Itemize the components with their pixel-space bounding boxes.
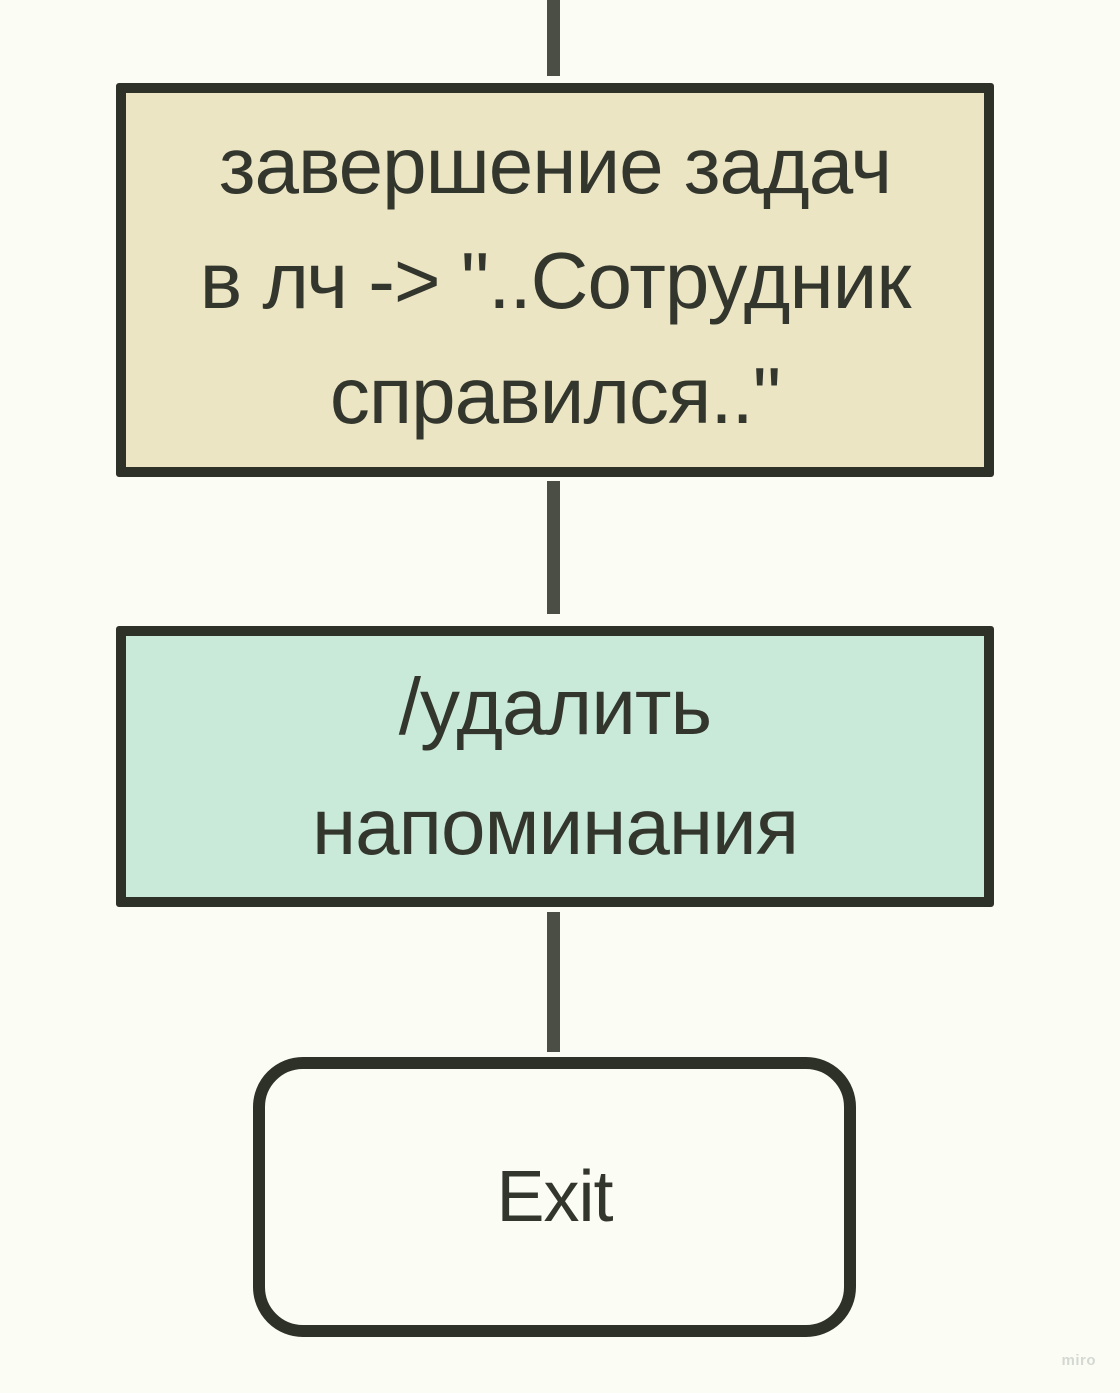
flowchart-node-label: Exit — [496, 1157, 613, 1237]
flowchart-node-task-completion[interactable]: завершение задач в лч -> "..Сотрудник сп… — [116, 83, 994, 477]
flowchart-node-label: /удалить напоминания — [311, 661, 799, 871]
miro-watermark: miro — [1061, 1352, 1096, 1369]
connector-delete-reminders-to-exit[interactable] — [547, 912, 560, 1052]
flowchart-node-exit[interactable]: Exit — [253, 1057, 856, 1337]
flowchart-node-label: завершение задач в лч -> "..Сотрудник сп… — [199, 120, 912, 440]
flowchart-node-delete-reminders[interactable]: /удалить напоминания — [116, 626, 994, 907]
connector-top-to-task-completion[interactable] — [547, 0, 560, 76]
connector-task-completion-to-delete-reminders[interactable] — [547, 481, 560, 614]
